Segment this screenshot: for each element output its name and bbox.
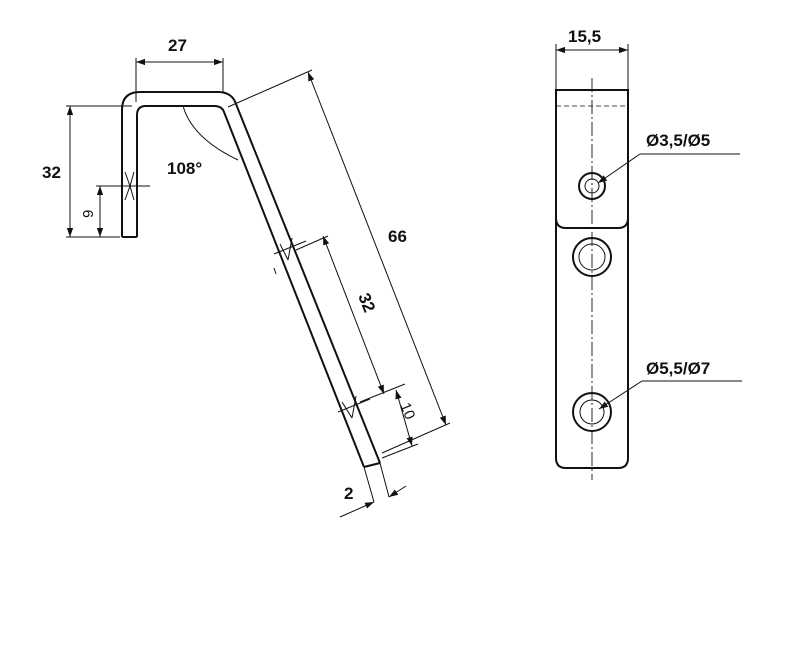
leader-small-hole bbox=[597, 153, 740, 184]
dim-label-9: 9 bbox=[80, 210, 97, 218]
dim-hole-offset-end bbox=[359, 383, 419, 459]
hole-bottom-outer bbox=[572, 392, 612, 432]
long-leg-holes bbox=[273, 237, 371, 419]
dim-label-15-5: 15,5 bbox=[568, 27, 601, 46]
hole-small-outer bbox=[578, 172, 606, 200]
hole-middle-inner bbox=[578, 243, 606, 271]
hole-small-label: Ø3,5/Ø5 bbox=[646, 131, 710, 150]
hole-large-label: Ø5,5/Ø7 bbox=[646, 359, 710, 378]
dim-hole-spacing bbox=[295, 235, 385, 395]
front-view: 15,5 Ø3,5/Ø5 Ø5,5/Ø7 bbox=[555, 27, 742, 480]
dim-label-2: 2 bbox=[344, 484, 353, 503]
dim-label-32-diag: 32 bbox=[354, 290, 379, 315]
dim-length-total bbox=[227, 69, 451, 454]
dim-label-66: 66 bbox=[388, 227, 407, 246]
dim-height-total bbox=[66, 105, 132, 238]
front-outline bbox=[555, 89, 629, 469]
leader-large-hole bbox=[598, 380, 742, 410]
angle-arc bbox=[182, 105, 239, 161]
dim-label-10: 10 bbox=[396, 400, 418, 422]
dim-label-27: 27 bbox=[168, 36, 187, 55]
dim-label-32-left: 32 bbox=[42, 163, 61, 182]
bracket-profile-inner bbox=[136, 105, 365, 468]
dim-thickness bbox=[339, 462, 407, 518]
short-leg-hole bbox=[96, 171, 150, 201]
dim-width-top bbox=[135, 58, 224, 102]
angle-label-108: 108° bbox=[167, 159, 202, 178]
side-view: 27 32 9 108° 66 32 bbox=[42, 36, 451, 518]
bracket-end-long bbox=[363, 462, 381, 468]
bracket-profile-outer bbox=[121, 91, 381, 464]
hole-bottom-inner bbox=[579, 399, 605, 425]
hole-small-inner bbox=[584, 178, 600, 194]
dim-front-width bbox=[555, 44, 629, 90]
hole-middle-outer bbox=[572, 237, 612, 277]
